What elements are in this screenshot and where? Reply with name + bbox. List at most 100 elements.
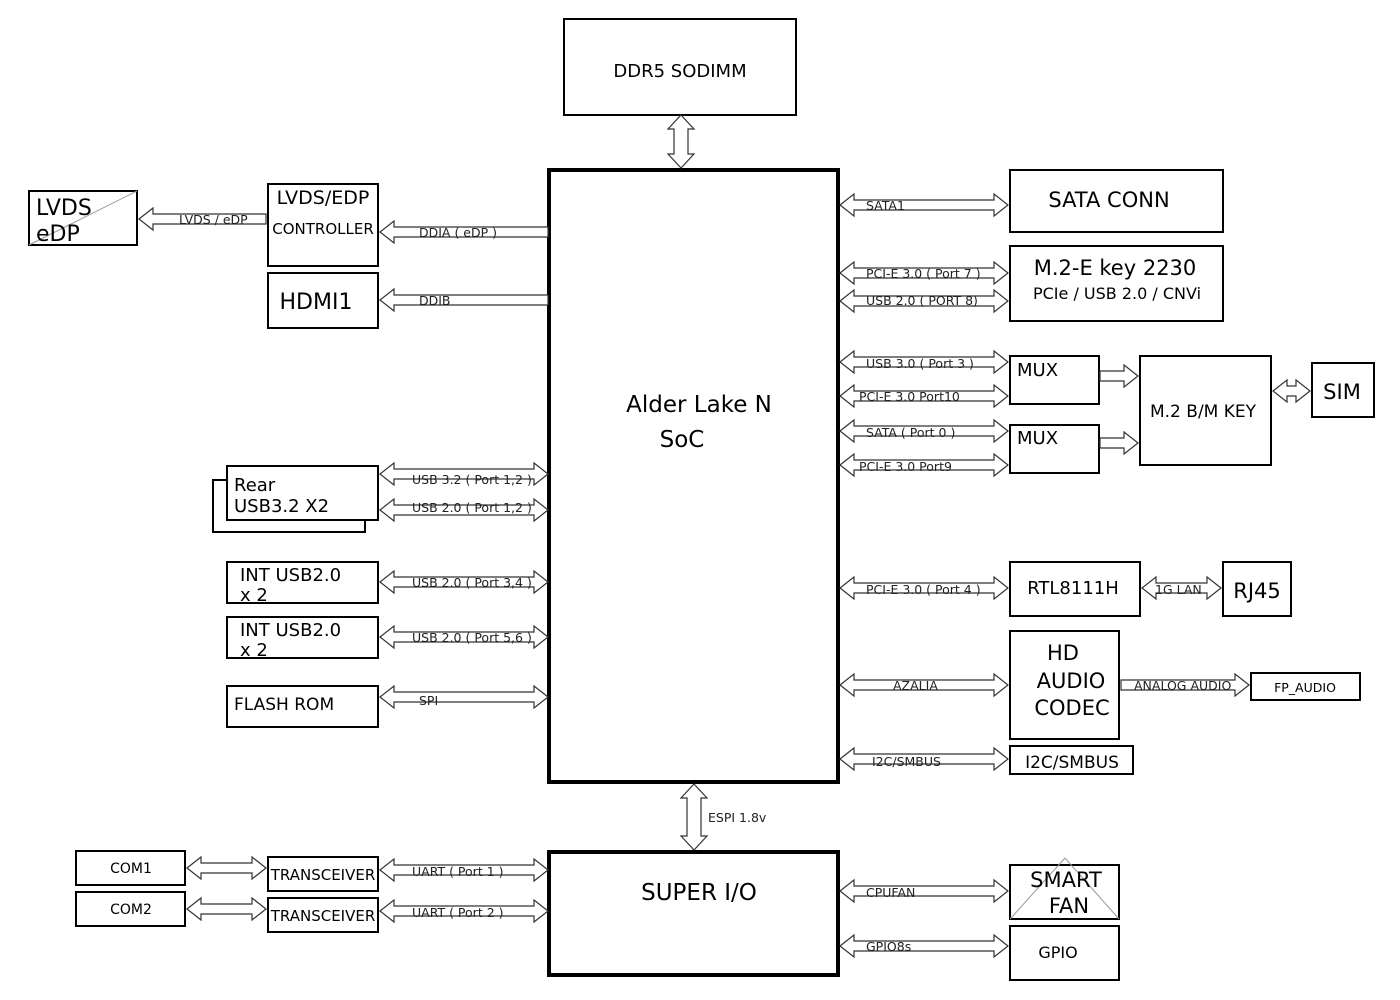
transceiver1-box bbox=[267, 856, 379, 892]
gpio8s-arrow bbox=[839, 933, 1009, 959]
cpufan-arrow bbox=[839, 878, 1009, 904]
spi-signal: SPI bbox=[419, 693, 438, 708]
hdmi1-label: HDMI1 bbox=[280, 290, 353, 315]
usb32-port12-arrow bbox=[379, 461, 549, 487]
gpio-label: GPIO bbox=[1038, 943, 1077, 962]
hd-audio-label-line2: AUDIO bbox=[1037, 669, 1106, 693]
rj45-box bbox=[1222, 561, 1292, 617]
mux2-m2bm-arrow bbox=[1099, 430, 1139, 456]
edp-label-line2: eDP bbox=[36, 222, 80, 247]
hd-audio-box bbox=[1009, 630, 1120, 740]
usb20-port56-signal: USB 2.0 ( Port 5,6 ) bbox=[412, 630, 532, 645]
lvds-label-line1: LVDS bbox=[36, 196, 92, 221]
smart-fan-box bbox=[1009, 864, 1120, 920]
espi-arrow bbox=[679, 783, 709, 851]
uart-port2-arrow bbox=[379, 898, 549, 924]
mux1-label: MUX bbox=[1017, 360, 1058, 381]
usb20-port12-signal: USB 2.0 ( Port 1,2 ) bbox=[412, 500, 532, 515]
mux2-box bbox=[1009, 424, 1100, 474]
hdmi1-box bbox=[267, 272, 379, 329]
azalia-signal: AZALIA bbox=[893, 678, 938, 693]
super-io-label: SUPER I/O bbox=[641, 880, 757, 906]
lvds-edp-diagonal bbox=[28, 190, 138, 246]
lvds-controller-label-line1: LVDS/EDP bbox=[277, 187, 370, 209]
sata-conn-box bbox=[1009, 169, 1224, 233]
transceiver2-label: TRANSCEIVER bbox=[270, 907, 376, 925]
analog-audio-signal: ANALOG AUDIO bbox=[1134, 678, 1231, 693]
m2e-label-line2: PCIe / USB 2.0 / CNVi bbox=[1033, 284, 1201, 303]
ddia-arrow bbox=[379, 219, 549, 245]
cpufan-signal: CPUFAN bbox=[866, 885, 915, 900]
sim-box bbox=[1311, 362, 1375, 418]
com2-transceiver-arrow bbox=[186, 896, 267, 922]
usb20-port8-signal: USB 2.0 ( PORT 8) bbox=[866, 293, 978, 308]
soc-label-line2: SoC bbox=[660, 427, 705, 453]
soc-box bbox=[547, 168, 840, 784]
hd-audio-label-line3: CODEC bbox=[1034, 696, 1109, 720]
spi-arrow bbox=[379, 684, 549, 710]
sim-label: SIM bbox=[1323, 380, 1361, 404]
i2c-smbus-signal: I2C/SMBUS bbox=[872, 754, 941, 769]
m2e-box bbox=[1009, 245, 1224, 322]
int-usb-b-box bbox=[226, 616, 379, 659]
smart-fan-diagonal-b bbox=[1064, 857, 1120, 920]
analog-audio-arrow bbox=[1120, 672, 1250, 698]
com1-label: COM1 bbox=[110, 861, 152, 877]
lan-arrow bbox=[1141, 575, 1222, 601]
m2bm-label: M.2 B/M KEY bbox=[1150, 402, 1257, 422]
rtl8111h-box bbox=[1009, 561, 1141, 617]
pcie-port4-signal: PCI-E 3.0 ( Port 4 ) bbox=[866, 582, 981, 597]
ddia-signal: DDIA ( eDP ) bbox=[419, 225, 497, 240]
usb20-port34-arrow bbox=[379, 569, 549, 595]
super-io-box bbox=[547, 850, 840, 977]
i2c-smbus-arrow bbox=[839, 746, 1009, 772]
ddib-signal: DDIB bbox=[419, 293, 451, 308]
pcie-port9-signal: PCI-E 3.0 Port9 bbox=[859, 459, 952, 474]
ddib-arrow bbox=[379, 287, 549, 313]
uart-port1-signal: UART ( Port 1 ) bbox=[412, 864, 504, 879]
m2bm-sim-arrow bbox=[1272, 378, 1311, 404]
m2e-label-line1: M.2-E key 2230 bbox=[1034, 256, 1197, 280]
int-usb-b-label-line2: x 2 bbox=[240, 640, 268, 661]
sata-conn-label: SATA CONN bbox=[1048, 188, 1169, 212]
usb30-port3-arrow bbox=[839, 349, 1009, 375]
int-usb-a-label-line2: x 2 bbox=[240, 585, 268, 606]
hd-audio-label-line1: HD bbox=[1047, 641, 1079, 665]
int-usb-a-label-line1: INT USB2.0 bbox=[240, 565, 341, 586]
pcie-port10-arrow bbox=[839, 383, 1009, 409]
usb20-port8-arrow bbox=[839, 288, 1009, 314]
azalia-arrow bbox=[839, 672, 1009, 698]
int-usb-b-label-line1: INT USB2.0 bbox=[240, 620, 341, 641]
flash-rom-box bbox=[226, 685, 379, 728]
ddr5-soc-arrow bbox=[666, 114, 696, 169]
sata1-signal: SATA1 bbox=[866, 198, 905, 213]
lvds-controller-box bbox=[267, 183, 379, 267]
rtl8111h-label: RTL8111H bbox=[1027, 578, 1119, 599]
com1-transceiver-arrow bbox=[186, 855, 267, 881]
mux2-label: MUX bbox=[1017, 428, 1058, 449]
rear-usb-label-line2: USB3.2 X2 bbox=[234, 496, 329, 517]
uart-port2-signal: UART ( Port 2 ) bbox=[412, 905, 504, 920]
usb20-port12-arrow bbox=[379, 497, 549, 523]
usb20-port34-signal: USB 2.0 ( Port 3,4 ) bbox=[412, 575, 532, 590]
lvds-controller-label-line2: CONTROLLER bbox=[272, 220, 374, 238]
flash-rom-label: FLASH ROM bbox=[234, 695, 334, 715]
sata1-arrow bbox=[839, 192, 1009, 218]
pcie-port9-arrow bbox=[839, 452, 1009, 478]
espi-signal: ESPI 1.8v bbox=[708, 810, 767, 825]
com2-box bbox=[75, 891, 186, 927]
pcie-port7-arrow bbox=[839, 260, 1009, 286]
lan-signal: 1G LAN bbox=[1155, 582, 1202, 597]
rj45-label: RJ45 bbox=[1233, 579, 1281, 603]
mux1-box bbox=[1009, 355, 1100, 405]
lvds-edp-signal: LVDS / eDP bbox=[179, 212, 248, 227]
pcie-port7-signal: PCI-E 3.0 ( Port 7 ) bbox=[866, 266, 981, 281]
m2bm-box bbox=[1139, 355, 1272, 466]
transceiver1-label: TRANSCEIVER bbox=[270, 866, 376, 884]
pcie-port10-signal: PCI-E 3.0 Port10 bbox=[859, 389, 960, 404]
rear-usb-box bbox=[226, 465, 379, 521]
sata-port0-signal: SATA ( Port 0 ) bbox=[866, 425, 955, 440]
com1-box bbox=[75, 850, 186, 886]
i2c-smbus-label: I2C/SMBUS bbox=[1025, 753, 1119, 773]
